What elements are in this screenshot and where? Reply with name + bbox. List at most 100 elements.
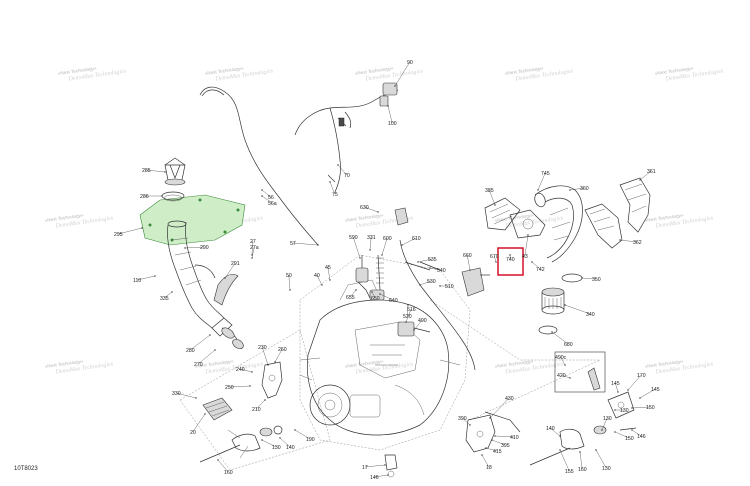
callout-361: 361 [647, 169, 656, 175]
watermark: «Next Technology»DemoMax Technologies [354, 66, 424, 83]
leader-line [137, 275, 156, 281]
leader-dot [274, 361, 276, 363]
callout-340: 340 [586, 312, 595, 318]
leader-line [261, 439, 277, 448]
leader-dot [251, 371, 253, 373]
leader-dot [329, 279, 331, 281]
leader-line [419, 280, 432, 286]
callout-110: 110 [133, 278, 141, 284]
callout-745: 745 [541, 171, 550, 177]
leader-line [364, 464, 386, 468]
leader-line [491, 439, 506, 446]
leader-line [261, 189, 271, 198]
leader-line [489, 189, 496, 206]
callout-290: 290 [200, 245, 209, 251]
leader-dot [419, 284, 421, 286]
watermark: «Next Technology»DemoMax Technologies [44, 359, 114, 376]
leader-line [569, 187, 585, 191]
callout-490c: 490c [555, 355, 567, 361]
leader-dot [619, 239, 621, 241]
leader-dot [569, 189, 571, 191]
callout-240: 240 [236, 367, 245, 373]
leader-line [381, 237, 388, 256]
callout-490: 490 [418, 318, 427, 324]
filter-340 [541, 287, 565, 315]
leader-dot [394, 85, 396, 87]
leader-dot [355, 289, 357, 291]
callout-295: 295 [114, 232, 123, 238]
svg-text:«Next Technology»: «Next Technology» [644, 359, 684, 369]
svg-text:«Next Technology»: «Next Technology» [194, 359, 234, 369]
leader-dot [161, 195, 163, 197]
svg-text:«Next Technology»: «Next Technology» [57, 66, 97, 76]
svg-text:«Next Technology»: «Next Technology» [354, 66, 394, 76]
leader-dot [569, 377, 571, 379]
leader-line [192, 413, 206, 433]
leader-line [531, 261, 541, 270]
throttle-body-740 [509, 209, 546, 239]
callout-155: 155 [565, 469, 574, 475]
leader-line [190, 334, 211, 351]
leader-line [429, 267, 442, 271]
leader-dot [195, 397, 197, 399]
callout-190: 190 [306, 437, 315, 443]
leader-line [639, 170, 652, 181]
wire-harness-70 [294, 82, 399, 193]
filler-ring-286 [161, 191, 185, 202]
callout-150: 150 [625, 436, 634, 442]
callout-145: 145 [611, 381, 620, 387]
inset-box-490 [554, 351, 606, 393]
callout-510: 510 [445, 284, 454, 290]
callout-335: 335 [160, 296, 169, 302]
highlight-box-740 [497, 247, 524, 276]
leader-line [405, 308, 412, 323]
leader-dot [164, 171, 166, 173]
callout-160: 160 [578, 467, 587, 473]
leader-dot [509, 254, 511, 256]
leader-line [316, 274, 323, 286]
leader-dot [531, 261, 533, 263]
callout-330: 330 [172, 391, 181, 397]
callout-742: 742 [536, 267, 545, 273]
leader-line [294, 429, 311, 440]
fitting-17-18 [384, 454, 398, 478]
filler-cap-285 [164, 157, 186, 186]
gasket-295 [139, 194, 246, 246]
callout-170: 170 [637, 373, 646, 379]
watermark: «Next Technology»DemoMax Technologies [44, 213, 114, 230]
watermark: «Next Technology»DemoMax Technologies [344, 359, 414, 376]
watermark: «Next Technology»DemoMax Technologies [644, 359, 714, 376]
callout-75: 75 [332, 192, 338, 198]
leader-dot [267, 364, 269, 366]
leader-dot [384, 464, 386, 466]
leader-dot [171, 291, 173, 293]
callout-210: 210 [252, 407, 261, 413]
leader-line [417, 258, 433, 263]
diagram-code: 10T8023 [14, 466, 38, 472]
callout-17: 17 [362, 465, 368, 471]
leader-line [614, 431, 630, 439]
leader-line [279, 437, 291, 448]
leader-line [251, 240, 253, 256]
leader-line [401, 237, 417, 246]
leader-line [560, 356, 566, 366]
leader-dot [559, 435, 561, 437]
leader-line [413, 319, 423, 331]
leader-line [619, 239, 638, 243]
callout-40: 40 [314, 273, 320, 279]
leader-dot [369, 249, 371, 251]
leader-line [371, 291, 376, 299]
callout-20: 20 [190, 430, 196, 436]
leader-line [327, 266, 331, 281]
callout-260: 260 [278, 347, 287, 353]
callout-286: 286 [140, 194, 149, 200]
callout-146: 146 [637, 434, 646, 440]
callout-655: 655 [346, 295, 355, 301]
valve-590-600 [355, 254, 385, 301]
leader-line [118, 227, 143, 235]
leader-dot [279, 437, 281, 439]
leader-line [394, 61, 410, 87]
leader-dot [209, 334, 211, 336]
callout-56: 56 [268, 195, 274, 201]
